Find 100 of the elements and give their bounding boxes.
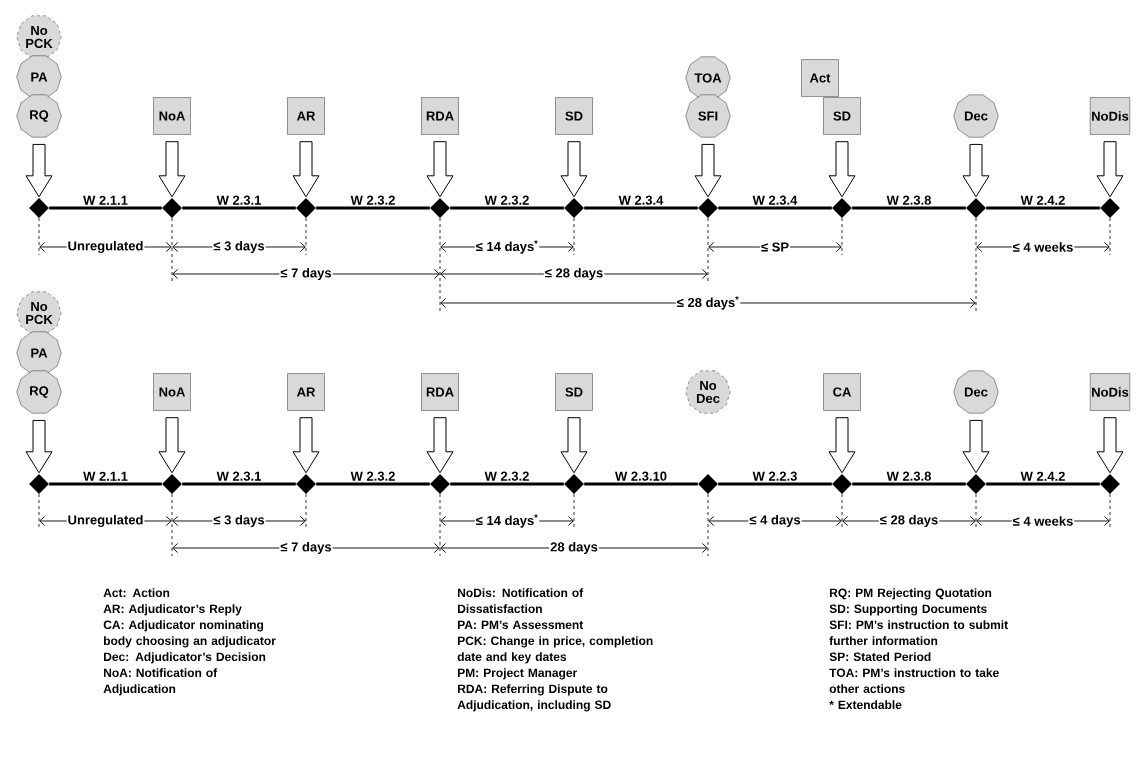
- timeline-diamond: [832, 474, 852, 494]
- timeline-segment: [49, 206, 162, 210]
- timeline-diamond: [296, 198, 316, 218]
- block-arrow: [560, 141, 588, 198]
- block-arrow: [292, 417, 320, 474]
- timeline-segment: [584, 206, 698, 210]
- process-box: NoDis: [1090, 97, 1130, 135]
- block-arrow: [25, 419, 53, 474]
- event-octagon: SFI: [685, 94, 731, 138]
- block-arrow: [158, 141, 186, 198]
- dimension-label: ≤ 4 weeks: [1011, 241, 1075, 253]
- block-arrow: [158, 417, 186, 474]
- edge-label: W 2.3.4: [617, 194, 665, 206]
- glossary-entry: CA: Adjudicator nominating body choosing an adjudicator: [103, 620, 276, 648]
- edge-label: W 2.4.2: [1019, 470, 1067, 482]
- process-box: AR: [287, 97, 325, 135]
- process-box: SD: [823, 97, 861, 135]
- dimension-label: 28 days: [549, 540, 599, 556]
- process-box: SD: [555, 373, 593, 411]
- block-arrow: [292, 141, 320, 198]
- timeline-diamond: [29, 198, 49, 218]
- dimension-label: Unregulated: [66, 239, 145, 255]
- dimension-label: Unregulated: [66, 513, 145, 529]
- process-box: SD: [555, 97, 593, 135]
- dimension-label: ≤ 7 days: [279, 540, 333, 556]
- timeline-segment: [182, 482, 296, 486]
- timeline-diamond: [29, 474, 49, 494]
- glossary-entry: AR: Adjudicator’s Reply: [103, 604, 242, 616]
- timeline-diamond: [698, 198, 718, 218]
- glossary-entry: RDA: Referring Dispute to Adjudication, including SD: [457, 684, 611, 712]
- edge-label: W 2.2.3: [751, 470, 799, 482]
- event-octagon: RQ: [16, 370, 62, 414]
- timeline-diamond: [430, 198, 450, 218]
- timeline-segment: [852, 482, 966, 486]
- dimension-label: ≤ 3 days: [212, 513, 266, 529]
- block-arrow: [828, 141, 856, 198]
- dimension-label: ≤ 4 days: [748, 513, 802, 529]
- edge-label: W 2.3.8: [885, 194, 933, 206]
- timeline-segment: [182, 206, 296, 210]
- timeline-diamond: [296, 474, 316, 494]
- dimension-label: ≤ 28 days: [543, 266, 605, 282]
- glossary-entry: PA: PM’s Assessment: [458, 620, 584, 629]
- edge-label: W 2.1.1: [82, 194, 129, 206]
- glossary-entry: PCK: Change in price, completion date and key dates: [457, 636, 653, 664]
- block-arrow: [694, 143, 722, 198]
- timeline-diamond: [1100, 474, 1120, 494]
- dimension-label: ≤ 28 days$^{*}$: [675, 295, 741, 311]
- edge-label: W 2.4.2: [1019, 194, 1067, 206]
- block-arrow: [426, 141, 454, 198]
- block-arrow: [962, 143, 990, 198]
- glossary-entry: Dec: Adjudicator’s Decision: [104, 652, 266, 664]
- block-arrow: [962, 419, 990, 474]
- block-arrow: [426, 417, 454, 474]
- block-arrow: [1096, 417, 1124, 474]
- event-octagon: TOA: [685, 56, 731, 100]
- timeline-diamond: [162, 474, 182, 494]
- timeline-diamond: [564, 474, 584, 494]
- block-arrow: [560, 417, 588, 474]
- timeline-segment: [718, 482, 832, 486]
- timeline-segment: [986, 482, 1100, 486]
- glossary-entry: NoDis: Notification of Dissatisfaction: [458, 588, 584, 613]
- event-octagon: RQ: [16, 94, 62, 138]
- timeline-diamond: [430, 474, 450, 494]
- dimension-label: ≤ SP: [759, 241, 791, 253]
- process-box: AR: [287, 373, 325, 411]
- process-box: NoDis: [1090, 373, 1130, 411]
- timeline-diamond: [698, 474, 718, 494]
- process-box: NoA: [153, 373, 191, 411]
- process-box: RDA: [421, 97, 459, 135]
- timeline-diamond: [564, 198, 584, 218]
- timeline-diamond: [832, 198, 852, 218]
- event-octagon: No Dec: [685, 370, 731, 414]
- glossary-entry: SFI: PM’s instruction to submit further information: [829, 620, 1008, 645]
- edge-label: W 2.3.4: [751, 194, 799, 206]
- process-box: Act: [801, 59, 839, 97]
- timeline-segment: [718, 206, 832, 210]
- glossary-entry: NoA: Notification of Adjudication: [103, 668, 218, 696]
- process-box: RDA: [421, 373, 459, 411]
- edge-label: W 2.3.2: [349, 470, 397, 482]
- edge-label: W 2.3.8: [885, 470, 933, 482]
- timeline-segment: [316, 482, 430, 486]
- timeline-diamond: [162, 198, 182, 218]
- dimension-label: ≤ 3 days: [212, 239, 266, 255]
- event-octagon: Dec: [953, 94, 999, 138]
- timeline-segment: [584, 482, 698, 486]
- timeline-diamond: [1100, 198, 1120, 218]
- timeline-segment: [450, 482, 564, 486]
- block-arrow: [828, 417, 856, 474]
- glossary-entry: SD: Supporting Documents: [829, 604, 987, 616]
- edge-label: W 2.3.2: [483, 194, 531, 206]
- dimension-label: ≤ 14 days$^{*}$: [474, 239, 540, 255]
- timeline-diamond: [966, 474, 986, 494]
- edge-label: W 2.3.1: [215, 470, 263, 482]
- timeline-segment: [316, 206, 430, 210]
- edge-label: W 2.3.2: [483, 470, 531, 482]
- event-octagon: PA: [16, 331, 62, 375]
- timeline-segment: [852, 206, 966, 210]
- timeline-segment: [49, 482, 162, 486]
- event-octagon: No PCK: [16, 15, 62, 59]
- edge-label: W 2.3.1: [215, 194, 263, 206]
